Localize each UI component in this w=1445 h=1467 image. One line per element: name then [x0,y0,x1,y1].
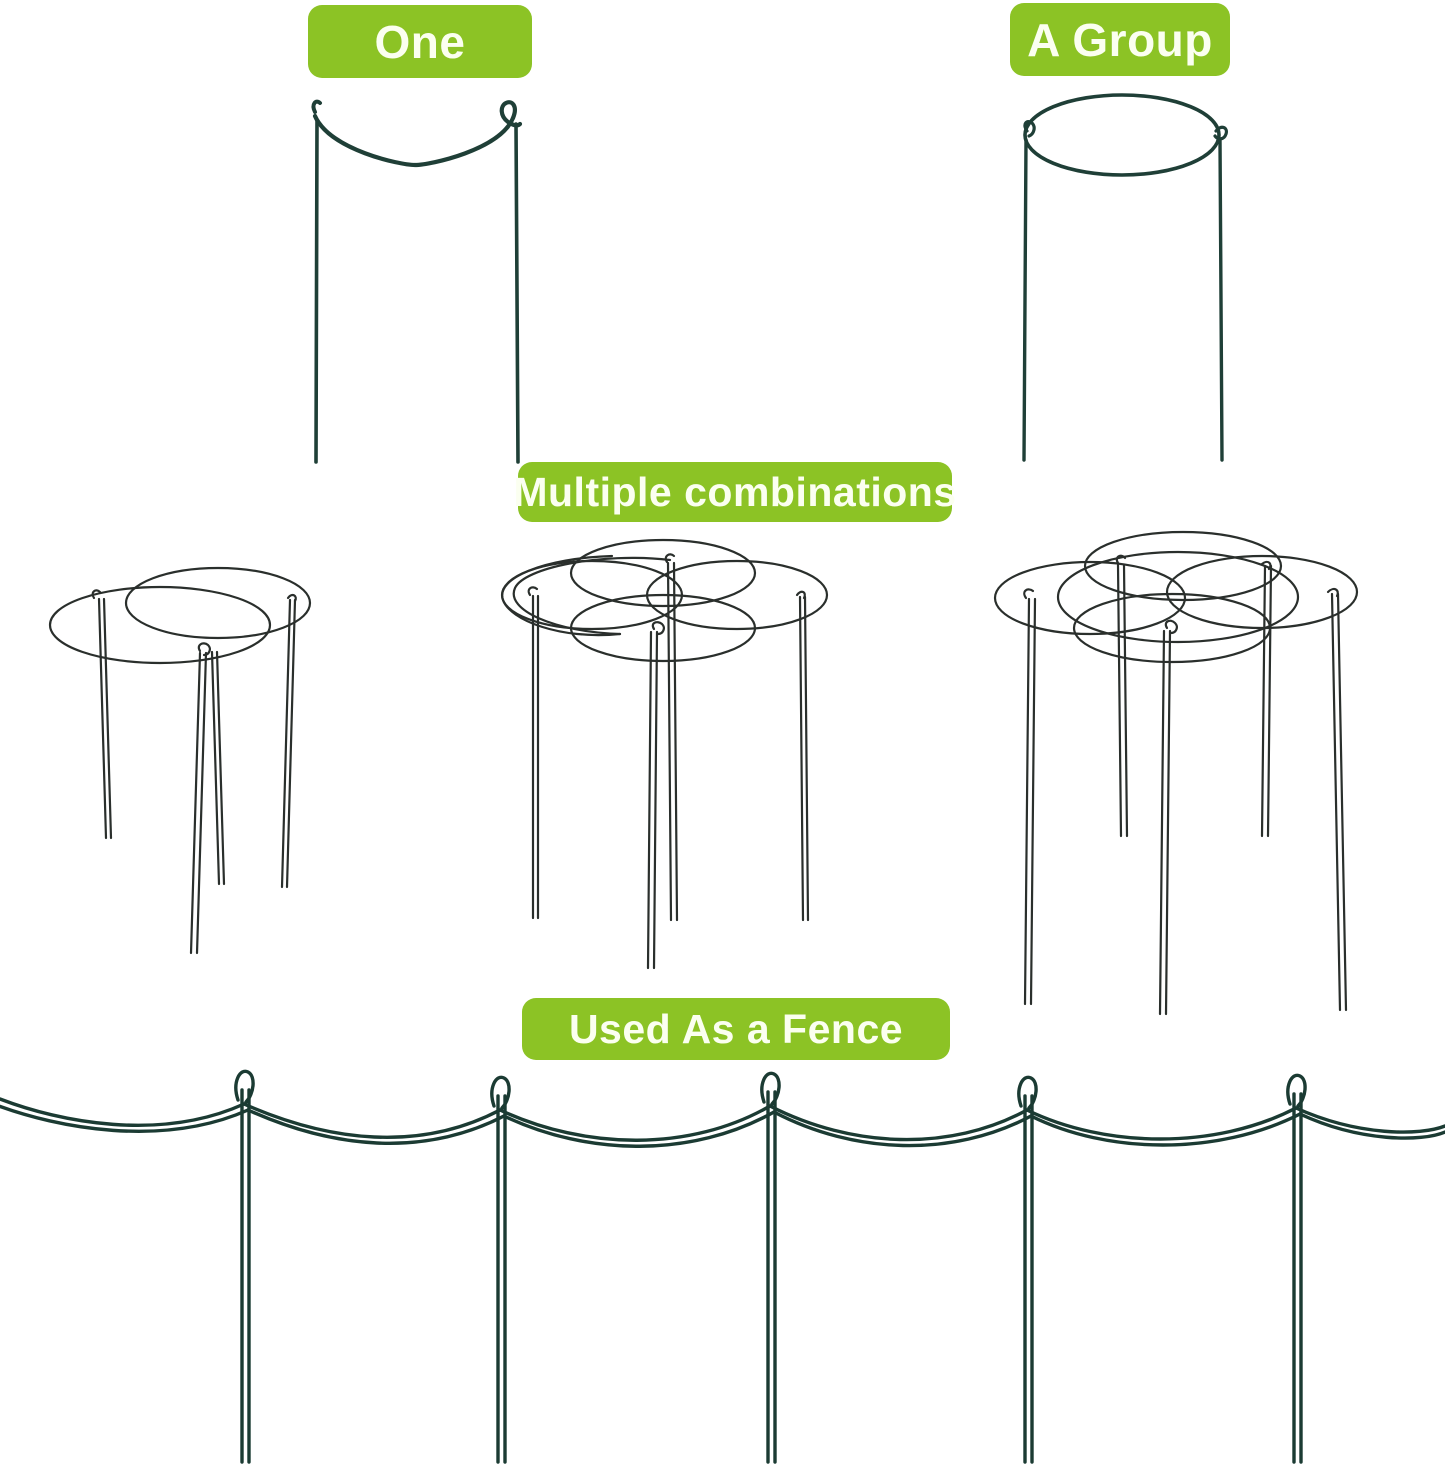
section-label-used-as-a-fence: Used As a Fence [522,998,950,1060]
section-label-multiple-combinations: Multiple combinations [513,462,956,522]
section-label-one: One [308,5,532,78]
section-label-a-group: A Group [1010,3,1230,76]
